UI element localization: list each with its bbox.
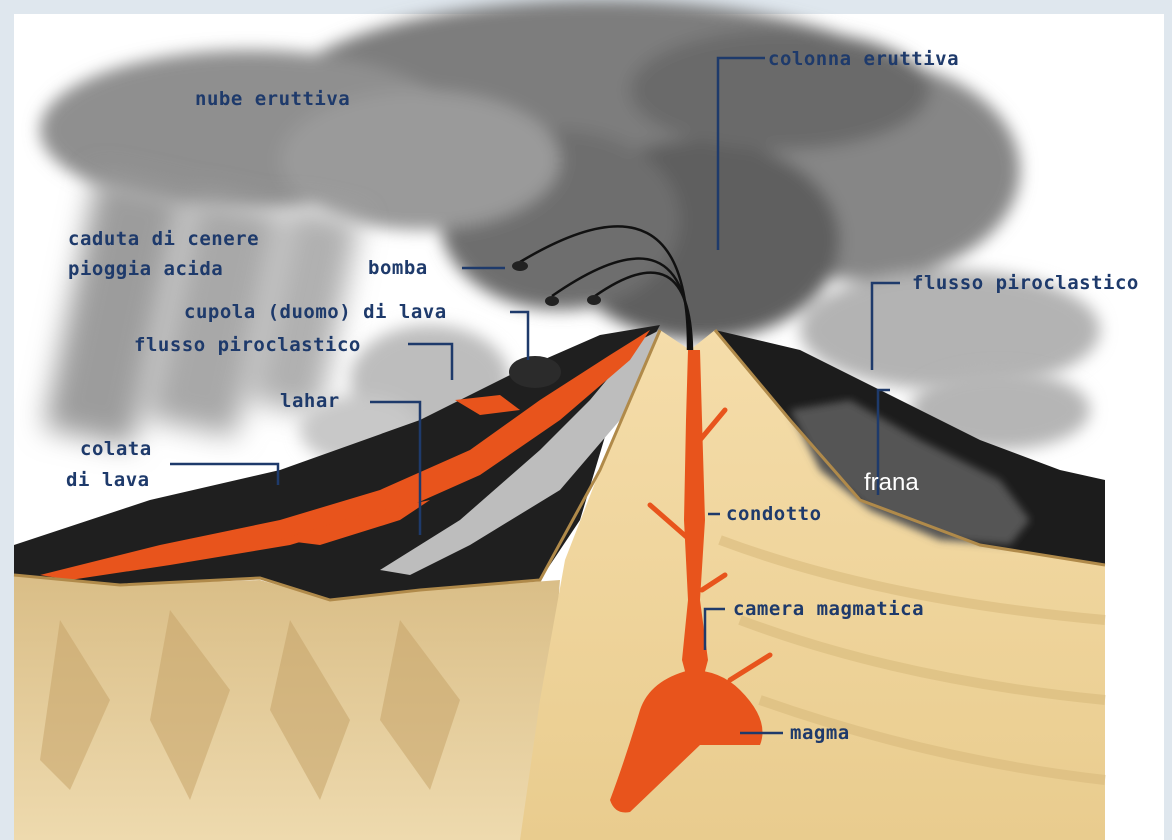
label-di-lava: di lava bbox=[66, 465, 150, 495]
label-magma: magma bbox=[790, 718, 850, 748]
label-colata: colata bbox=[80, 434, 152, 464]
label-lahar: lahar bbox=[280, 386, 340, 416]
label-cupola-lava: cupola (duomo) di lava bbox=[184, 297, 447, 327]
label-flusso-piroclastico-left: flusso piroclastico bbox=[134, 330, 361, 360]
label-frana: frana bbox=[864, 468, 919, 498]
label-pioggia-acida: pioggia acida bbox=[68, 254, 223, 284]
label-colonna-eruttiva: colonna eruttiva bbox=[768, 44, 959, 74]
label-caduta-cenere: caduta di cenere bbox=[68, 224, 259, 254]
label-nube-eruttiva: nube eruttiva bbox=[195, 84, 350, 114]
label-bomba: bomba bbox=[368, 253, 428, 283]
lava-dome bbox=[509, 356, 561, 388]
label-camera-magmatica: camera magmatica bbox=[733, 594, 924, 624]
label-condotto: condotto bbox=[726, 499, 822, 529]
label-flusso-piroclastico-right: flusso piroclastico bbox=[912, 268, 1139, 298]
